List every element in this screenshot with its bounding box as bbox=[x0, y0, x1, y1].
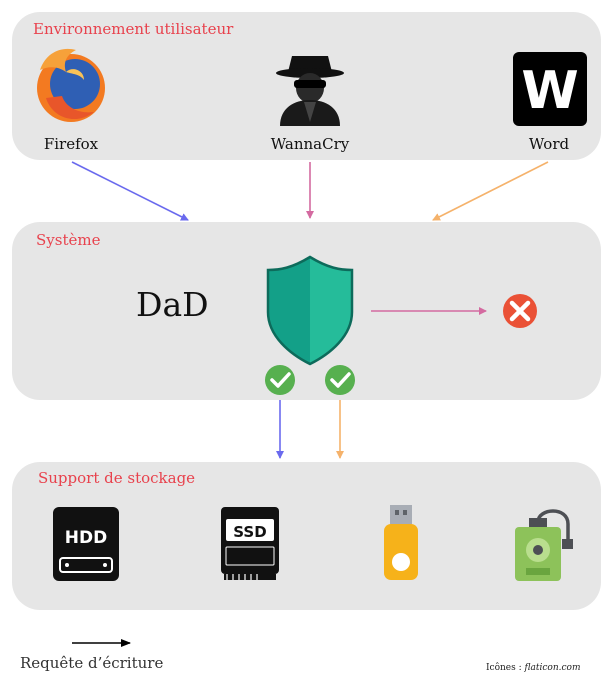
app-label-wannacry: WannaCry bbox=[270, 135, 350, 153]
usb-drive-icon bbox=[384, 505, 418, 580]
icon-credit-prefix: Icônes : bbox=[486, 663, 522, 673]
icon-credit-source: flaticon.com bbox=[524, 663, 581, 673]
shield-icon bbox=[266, 255, 354, 366]
app-label-word: Word bbox=[528, 135, 570, 153]
word-icon: W bbox=[513, 52, 587, 126]
hdd-icon: HDD bbox=[53, 507, 119, 581]
dad-label: DaD bbox=[136, 285, 209, 324]
system-title: Système bbox=[36, 231, 101, 249]
write-arrow-firefox bbox=[71, 161, 189, 221]
icon-credit: Icônes : flaticon.com bbox=[486, 663, 581, 673]
check-icon bbox=[325, 365, 355, 395]
check-icon bbox=[265, 365, 295, 395]
firefox-icon bbox=[37, 48, 105, 122]
storage-title: Support de stockage bbox=[38, 469, 196, 487]
hdd-icon-text: HDD bbox=[65, 528, 107, 548]
legend-label: Requête d’écriture bbox=[20, 654, 164, 672]
blocked-x-icon bbox=[503, 294, 537, 328]
write-arrow-word bbox=[432, 161, 549, 221]
ssd-icon-text: SSD bbox=[233, 523, 266, 541]
user-environment-title: Environnement utilisateur bbox=[33, 20, 234, 38]
hacker-icon bbox=[276, 56, 344, 126]
external-drive-icon bbox=[515, 509, 573, 581]
word-icon-letter: W bbox=[521, 61, 578, 121]
app-label-firefox: Firefox bbox=[43, 135, 99, 153]
ssd-icon: SSD bbox=[221, 507, 279, 580]
